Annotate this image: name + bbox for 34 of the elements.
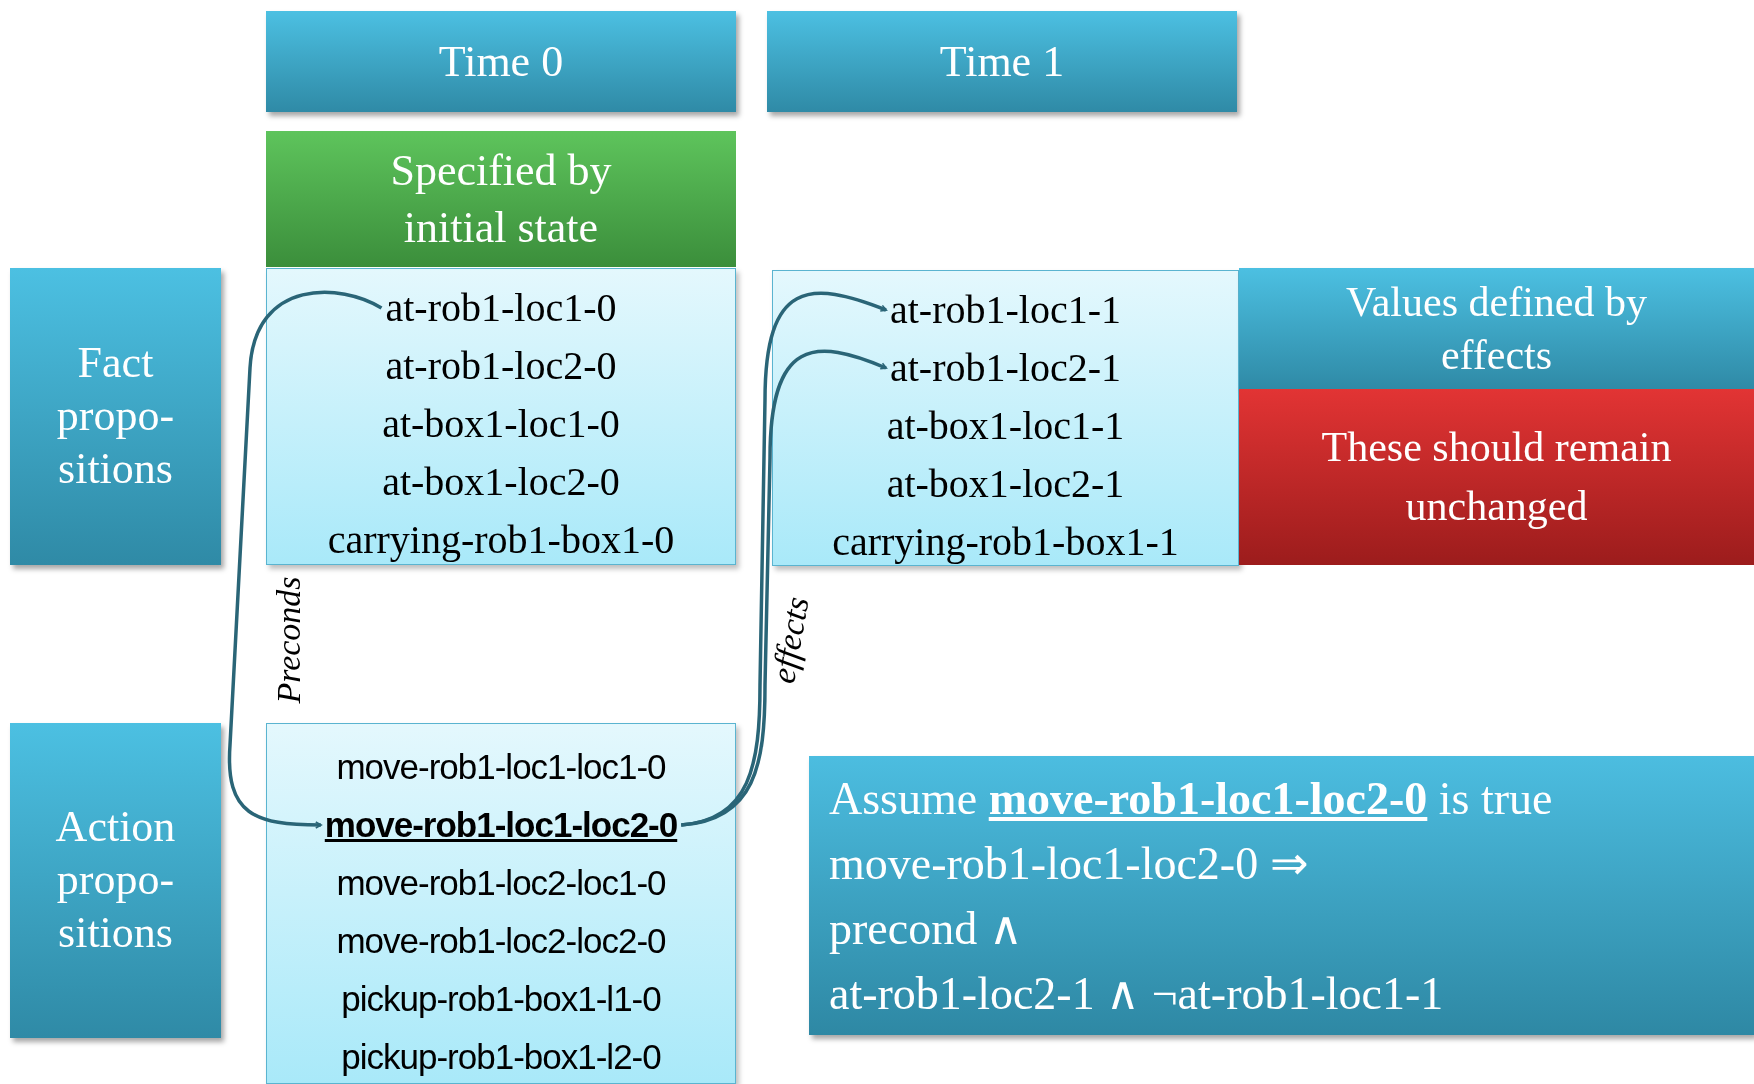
proposition-text: pickup-rob1-box1-l2-0	[341, 1028, 661, 1084]
note-text: Assume move-rob1-loc1-loc2-0 is true	[829, 771, 1553, 826]
proposition-list-box	[266, 268, 736, 565]
header-box: Action propo- sitions	[10, 723, 221, 1038]
proposition-text: at-rob1-loc2-0	[385, 337, 617, 395]
proposition-list-box	[266, 723, 736, 1084]
proposition-text: move-rob1-loc2-loc2-0	[336, 912, 666, 970]
edge-label: effects	[763, 593, 817, 687]
header-box: Values defined by effects	[1239, 268, 1754, 389]
proposition-text: at-rob1-loc1-0	[385, 279, 617, 337]
note-text: precond ∧	[829, 901, 1023, 956]
proposition-text: at-rob1-loc2-1	[890, 339, 1121, 397]
arrow	[227, 290, 383, 829]
proposition-text: move-rob1-loc2-loc1-0	[336, 854, 666, 912]
proposition-list-box	[772, 270, 1239, 566]
proposition-text: carrying-rob1-box1-0	[327, 511, 675, 569]
edge-label: Preconds	[269, 576, 308, 704]
warning-box: These should remain unchanged	[1239, 389, 1754, 565]
state-box: Specified by initial state	[266, 131, 736, 267]
proposition-text: carrying-rob1-box1-1	[832, 513, 1179, 571]
proposition-text: pickup-rob1-box1-l1-0	[341, 970, 661, 1028]
proposition-text: move-rob1-loc1-loc2-0	[324, 796, 678, 854]
proposition-text: at-box1-loc1-1	[886, 397, 1125, 455]
note-text: move-rob1-loc1-loc2-0 ⇒	[829, 836, 1309, 891]
note-box	[809, 756, 1754, 1035]
proposition-text: move-rob1-loc1-loc1-0	[336, 738, 666, 796]
proposition-text: at-box1-loc1-0	[382, 395, 620, 453]
header-box: Time 1	[767, 11, 1237, 112]
proposition-text: at-rob1-loc1-1	[890, 281, 1121, 339]
proposition-text: at-box1-loc2-1	[886, 455, 1125, 513]
header-box: Time 0	[266, 11, 736, 112]
note-text: at-rob1-loc2-1 ∧ ¬at-rob1-loc1-1	[829, 966, 1444, 1021]
header-box: Fact propo- sitions	[10, 268, 221, 565]
proposition-text: at-box1-loc2-0	[382, 453, 620, 511]
